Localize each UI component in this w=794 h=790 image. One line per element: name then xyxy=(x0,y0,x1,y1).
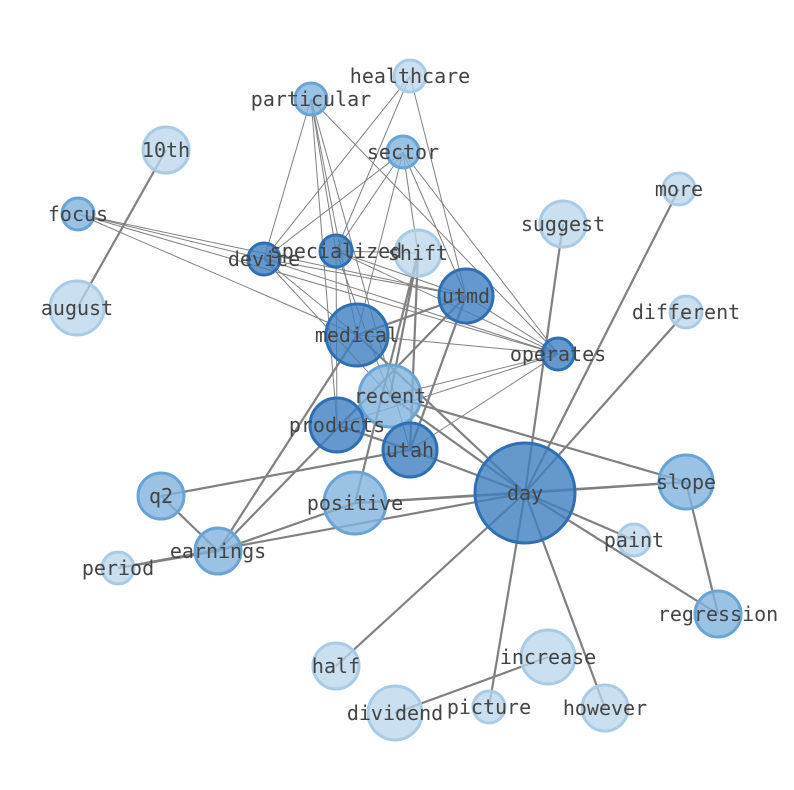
edge-operates-utah xyxy=(409,353,559,451)
node-label-q2: q2 xyxy=(149,484,173,508)
node-suggest[interactable] xyxy=(538,199,588,249)
node-sector[interactable] xyxy=(385,134,421,170)
node-august[interactable] xyxy=(48,279,106,337)
node-label-day: day xyxy=(507,481,543,505)
edge-device-operates xyxy=(263,258,559,355)
edge-healthcare-utmd xyxy=(409,75,467,297)
edge-particular-specialized xyxy=(310,98,337,252)
node-label-however: however xyxy=(563,696,647,720)
node-dividend[interactable] xyxy=(366,684,424,742)
edge-sector-operates xyxy=(402,151,559,355)
node-label-slope: slope xyxy=(656,470,716,494)
node-label-period: period xyxy=(82,556,154,580)
nodes-layer xyxy=(48,58,743,742)
node-label-device: device xyxy=(228,247,300,271)
node-different[interactable] xyxy=(668,294,704,330)
edge-focus-device xyxy=(77,213,265,260)
node-particular[interactable] xyxy=(293,81,329,117)
node-label-different: different xyxy=(632,300,740,324)
node-label-positive: positive xyxy=(307,491,403,515)
edge-device-utmd xyxy=(263,258,467,297)
node-label-utmd: utmd xyxy=(442,284,490,308)
node-label-earnings: earnings xyxy=(170,539,266,563)
node-label-half: half xyxy=(312,654,360,678)
node-label-utah: utah xyxy=(386,438,434,462)
edge-utah-q2 xyxy=(160,448,411,498)
node-label-suggest: suggest xyxy=(521,212,605,236)
node-healthcare[interactable] xyxy=(392,58,428,94)
node-regression[interactable] xyxy=(693,589,743,639)
node-label-august: august xyxy=(41,296,113,320)
edge-particular-device xyxy=(263,98,312,260)
node-label-10th: 10th xyxy=(142,138,190,162)
node-earnings[interactable] xyxy=(193,526,243,576)
node-utah[interactable] xyxy=(381,421,439,479)
node-label-focus: focus xyxy=(48,202,108,226)
node-specialized[interactable] xyxy=(318,233,354,269)
node-label-picture: picture xyxy=(447,695,531,719)
edge-healthcare-device xyxy=(263,75,411,260)
node-label-more: more xyxy=(655,177,703,201)
node-focus[interactable] xyxy=(60,196,96,232)
node-label-specialized: specialized xyxy=(270,239,402,263)
node-medical[interactable] xyxy=(324,302,390,368)
node-however[interactable] xyxy=(580,683,630,733)
node-q2[interactable] xyxy=(136,471,186,521)
edge-sector-specialized xyxy=(335,151,404,252)
node-more[interactable] xyxy=(661,171,697,207)
node-operates[interactable] xyxy=(540,336,576,372)
edge-particular-medical xyxy=(310,98,358,336)
node-device[interactable] xyxy=(246,241,282,277)
node-label-particular: particular xyxy=(251,87,371,111)
edge-day-more xyxy=(524,188,680,494)
node-label-increase: increase xyxy=(500,645,596,669)
node-positive[interactable] xyxy=(322,470,388,536)
node-label-shift: shift xyxy=(388,241,448,265)
node-increase[interactable] xyxy=(519,628,577,686)
node-label-dividend: dividend xyxy=(347,701,443,725)
edge-10th-august xyxy=(76,149,167,309)
edge-recent-slope xyxy=(389,394,687,484)
node-utmd[interactable] xyxy=(437,267,495,325)
node-slope[interactable] xyxy=(657,453,715,511)
node-10th[interactable] xyxy=(141,125,191,175)
edge-particular-operates xyxy=(310,98,559,355)
node-picture[interactable] xyxy=(471,689,507,725)
edge-focus-operates xyxy=(77,213,559,355)
edge-medical-operates xyxy=(356,334,559,355)
node-period[interactable] xyxy=(100,550,136,586)
node-label-products: products xyxy=(289,413,385,437)
node-recent[interactable] xyxy=(357,363,423,429)
node-label-healthcare: healthcare xyxy=(350,64,470,88)
node-paint[interactable] xyxy=(616,522,652,558)
node-products[interactable] xyxy=(308,396,366,454)
edge-sector-device xyxy=(263,151,404,260)
node-day[interactable] xyxy=(473,441,577,545)
node-label-regression: regression xyxy=(658,602,778,626)
node-label-operates: operates xyxy=(510,342,606,366)
node-half[interactable] xyxy=(311,641,361,691)
node-label-medical: medical xyxy=(315,323,399,347)
node-label-sector: sector xyxy=(367,140,439,164)
edge-medical-earnings xyxy=(217,334,358,552)
edge-focus-medical xyxy=(77,213,358,336)
node-label-paint: paint xyxy=(604,528,664,552)
node-label-recent: recent xyxy=(354,384,426,408)
node-shift[interactable] xyxy=(393,228,443,278)
